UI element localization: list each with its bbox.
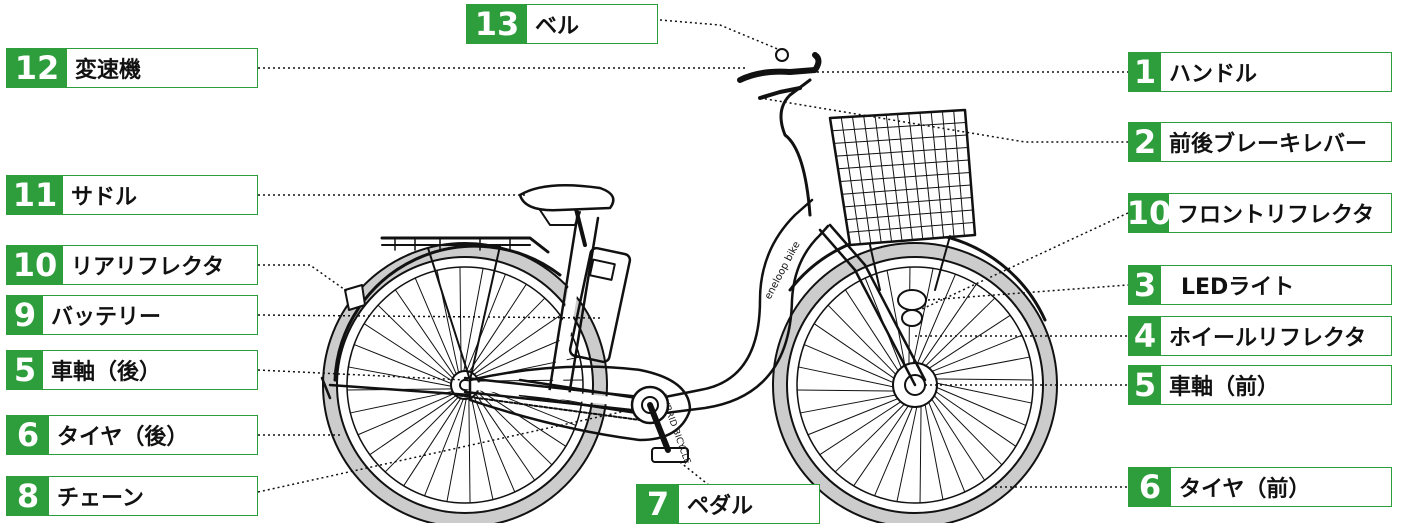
number-badge: 4: [1129, 317, 1161, 355]
label-text: チェーン: [57, 486, 144, 511]
label-shifter: 12 変速機: [6, 48, 258, 88]
label-text: ペダル: [687, 494, 754, 519]
number-badge: 3: [1129, 266, 1161, 304]
number-badge: 10: [1126, 194, 1172, 232]
number-badge: 1: [1129, 53, 1161, 91]
label-handle: 1 ハンドル: [1128, 52, 1392, 92]
label-front-axle: 5 車軸（前）: [1128, 365, 1392, 405]
label-wheel-reflector: 4 ホイールリフレクタ: [1128, 316, 1392, 356]
label-front-tire: 6 タイヤ（前）: [1128, 467, 1392, 507]
label-text: 変速機: [75, 58, 142, 83]
number-badge: 11: [7, 176, 63, 214]
number-badge: 5: [1129, 366, 1161, 404]
label-text: サドル: [71, 185, 138, 210]
label-text: ホイールリフレクタ: [1169, 326, 1367, 351]
label-led-light: 3 LEDライト: [1128, 265, 1392, 305]
label-text: フロントリフレクタ: [1177, 203, 1375, 228]
number-badge: 6: [1129, 468, 1171, 506]
number-badge: 6: [7, 416, 49, 454]
label-rear-tire: 6 タイヤ（後）: [6, 415, 258, 455]
number-badge: 2: [1129, 123, 1161, 161]
number-badge: 13: [467, 5, 527, 43]
number-badge: 12: [7, 49, 67, 87]
label-pedal: 7 ペダル: [636, 484, 820, 524]
label-rear-reflector: 10 リアリフレクタ: [6, 245, 258, 285]
leader-lines: [257, 19, 1129, 493]
number-badge: 8: [7, 477, 49, 515]
label-text: リアリフレクタ: [71, 255, 225, 280]
label-text: バッテリー: [51, 305, 162, 330]
label-text: タイヤ（前）: [1179, 477, 1311, 502]
label-brake-levers: 2 前後ブレーキレバー: [1128, 122, 1392, 162]
label-text: 前後ブレーキレバー: [1169, 132, 1368, 157]
label-text: 車軸（前）: [1169, 375, 1280, 400]
label-text: 車軸（後）: [51, 360, 162, 385]
label-front-reflector: 10 フロントリフレクタ: [1126, 193, 1392, 233]
label-rear-axle: 5 車軸（後）: [6, 350, 258, 390]
label-text: ベル: [535, 14, 580, 39]
number-badge: 5: [7, 351, 43, 389]
number-badge: 9: [7, 296, 43, 334]
label-battery: 9 バッテリー: [6, 295, 258, 335]
label-text: タイヤ（後）: [57, 425, 189, 450]
label-chain: 8 チェーン: [6, 476, 258, 516]
number-badge: 10: [7, 246, 63, 284]
label-saddle: 11 サドル: [6, 175, 258, 215]
label-text: LEDライト: [1181, 275, 1295, 300]
number-badge: 7: [637, 485, 679, 523]
label-bell: 13 ベル: [466, 4, 658, 44]
label-text: ハンドル: [1169, 62, 1258, 87]
